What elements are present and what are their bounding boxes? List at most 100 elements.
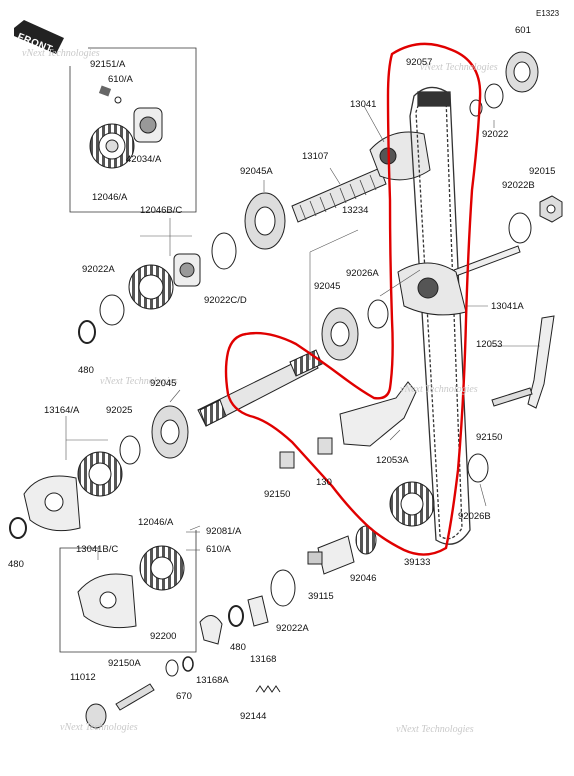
watermark: vNext Technologies	[396, 724, 474, 735]
part-label: 92022A	[276, 623, 309, 634]
front-arrow-icon	[14, 20, 64, 54]
part-label: 92022C/D	[204, 295, 247, 306]
part-label: 92022B	[502, 180, 535, 191]
part-label: 92045	[314, 281, 341, 292]
watermark: vNext Technologies	[100, 376, 178, 387]
part-label: 13234	[342, 205, 369, 216]
bracket-13041	[369, 131, 431, 181]
nut-92015	[539, 195, 563, 223]
needle-bearing-92046	[355, 525, 377, 555]
spring-92144	[255, 685, 281, 693]
chain-92057	[409, 86, 471, 545]
part-label: 13041A	[491, 301, 524, 312]
part-label: 42034/A	[126, 154, 162, 165]
part-label: 13164/A	[44, 405, 80, 416]
part-label: 13041B/C	[76, 544, 119, 555]
part-label: 11012	[70, 672, 96, 683]
lever-12053	[491, 315, 555, 409]
bearing-92045-low	[151, 405, 189, 459]
center-hub	[173, 253, 201, 287]
washer-92022CD	[211, 232, 237, 270]
cap-11012	[85, 703, 107, 729]
sprocket-lower	[389, 481, 435, 527]
part-label: 12046/A	[92, 192, 128, 203]
leader-lines	[65, 105, 540, 560]
cover-13164A	[23, 475, 81, 532]
upper-left-sprocket	[89, 123, 135, 169]
part-label: 480	[8, 559, 24, 570]
part-label: 130	[316, 477, 332, 488]
small-pin	[98, 85, 122, 104]
part-label: 92200	[150, 631, 177, 642]
part-label: 12046/A	[138, 517, 174, 528]
part-label: 92046	[350, 573, 377, 584]
part-label: 92026B	[458, 511, 491, 522]
part-label: 670	[176, 691, 192, 702]
part-label: 39115	[308, 591, 334, 602]
tensioner-13041A	[397, 262, 467, 316]
watermark: vNext Technologies	[60, 722, 138, 733]
part-label: 92025	[106, 405, 133, 416]
part-label: 92022	[482, 129, 509, 140]
bearing-601	[505, 51, 539, 93]
upper-left-hub	[133, 107, 163, 143]
part-label: 39133	[404, 557, 431, 568]
part-label: 92150	[476, 432, 503, 443]
part-label: 92150	[264, 489, 291, 500]
bearing-92045-mid	[321, 307, 359, 361]
shaft-13107	[291, 167, 387, 223]
part-label: 12053A	[376, 455, 409, 466]
spacer-92026A	[367, 299, 389, 329]
part-label: 610/A	[206, 544, 231, 555]
washer-92022B	[508, 212, 532, 244]
clip-13168A	[199, 615, 223, 645]
part-label: 92081/A	[206, 526, 242, 537]
bolt-92150A	[115, 683, 155, 711]
washer-92022	[484, 83, 504, 109]
circlip-480-left	[9, 517, 27, 539]
oring-670	[182, 656, 194, 672]
part-label: 12053	[476, 339, 503, 350]
part-label: 13041	[350, 99, 377, 110]
bolt-right	[453, 245, 521, 277]
part-label: 92144	[240, 711, 267, 722]
sprocket-13164	[77, 451, 123, 497]
part-label: 480	[230, 642, 246, 653]
part-label: 92045A	[240, 166, 273, 177]
circlip-480-top	[78, 320, 96, 344]
part-label: 601	[515, 25, 531, 36]
bolt-130	[317, 437, 333, 455]
upper-left-bracket	[69, 47, 197, 213]
lower-left-bracket	[59, 530, 197, 653]
part-label: 13107	[302, 151, 329, 162]
part-label: 92150A	[108, 658, 141, 669]
washer-92200	[165, 659, 179, 677]
shaft-39115	[307, 535, 355, 575]
clip-13168	[247, 595, 269, 627]
bolt-92150-mid	[279, 451, 295, 469]
cover-13041BC	[77, 573, 137, 629]
watermark: vNext Technologies	[400, 384, 478, 395]
part-label: 92022A	[82, 264, 115, 275]
circlip-480-low	[228, 605, 244, 627]
washer-92022A-low	[270, 569, 296, 607]
sprocket-lower-left	[139, 545, 185, 591]
arm-12053A	[339, 381, 417, 447]
watermark: vNext Technologies	[22, 48, 100, 59]
part-label: 13168A	[196, 675, 229, 686]
part-label: 92026A	[346, 268, 379, 279]
watermark: vNext Technologies	[420, 62, 498, 73]
part-label: 92057	[406, 57, 433, 68]
bearing-92045A	[244, 192, 286, 250]
part-label: 92045	[150, 378, 177, 389]
part-label: 92015	[529, 166, 556, 177]
part-label: 610/A	[108, 74, 133, 85]
diagram-id: E1323	[536, 9, 560, 18]
center-left-sprocket	[128, 264, 174, 310]
spacer-92026B	[467, 453, 489, 483]
output-shaft	[197, 349, 323, 427]
part-label: 92151/A	[90, 59, 126, 70]
spacer-92025	[119, 435, 141, 465]
